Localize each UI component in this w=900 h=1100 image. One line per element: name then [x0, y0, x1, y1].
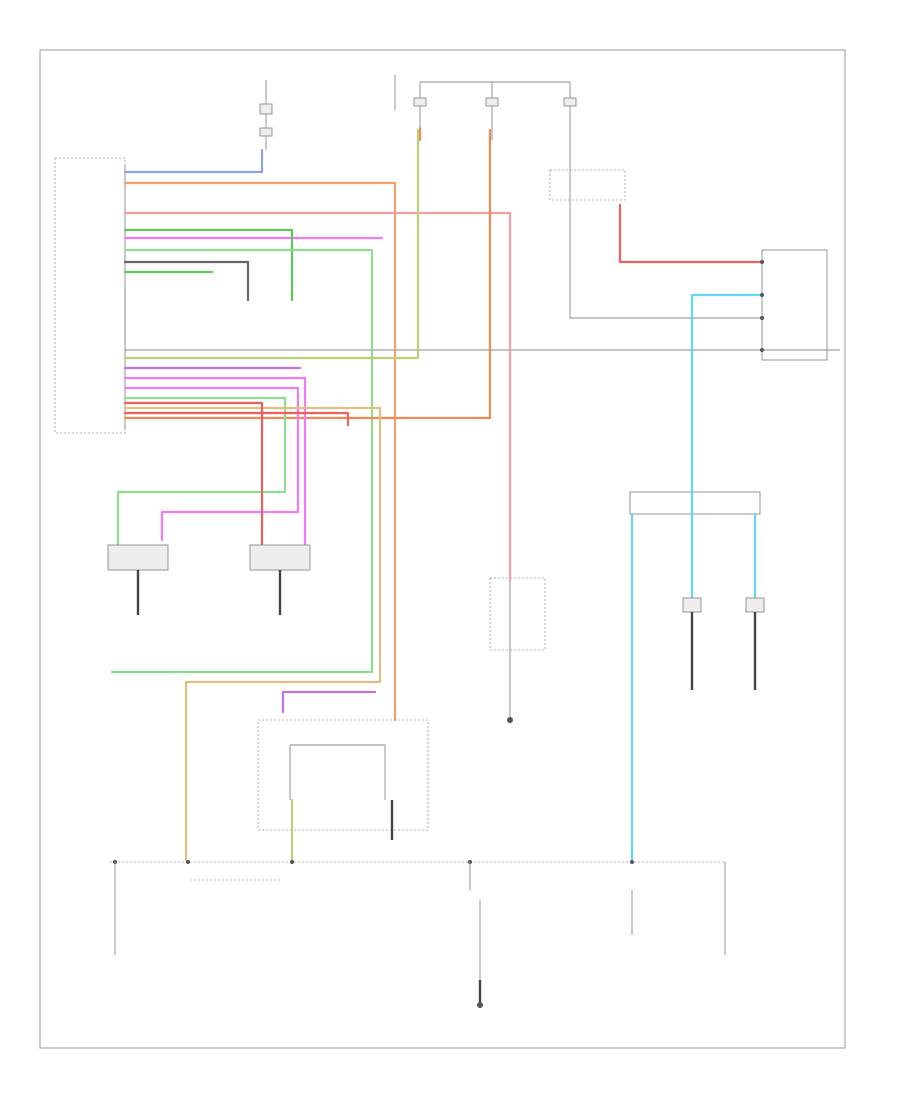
mid-relay-box	[257, 690, 429, 862]
wire-green	[110, 248, 374, 674]
wire-orange	[123, 181, 397, 722]
wire-green-3	[116, 396, 287, 547]
wire-black	[123, 260, 250, 302]
top-power-feeds	[259, 75, 577, 150]
wire-cyan-relay	[690, 293, 764, 474]
wire-magenta-2	[123, 376, 307, 562]
upper-wire-harness	[110, 126, 512, 722]
wire-red-relay	[618, 203, 764, 264]
wire-violet-2	[281, 690, 377, 714]
fog-lamp-junction	[629, 468, 765, 864]
wire-tan	[123, 406, 382, 862]
lower-wire-harness	[116, 128, 492, 862]
wire-magenta-3	[123, 386, 300, 542]
bottom-bus	[110, 860, 726, 1008]
wire-green-dark	[123, 228, 294, 302]
wire-olive	[123, 128, 420, 360]
center-sensor	[489, 577, 546, 723]
wire-blue	[123, 148, 264, 174]
headlamp-connectors	[107, 544, 311, 615]
wire-orange-2	[123, 128, 492, 420]
diagram-frame	[39, 49, 846, 1049]
wire-pink	[123, 211, 512, 582]
wire-red	[123, 401, 264, 562]
right-relay	[549, 140, 828, 474]
wire-red-2	[123, 411, 350, 427]
